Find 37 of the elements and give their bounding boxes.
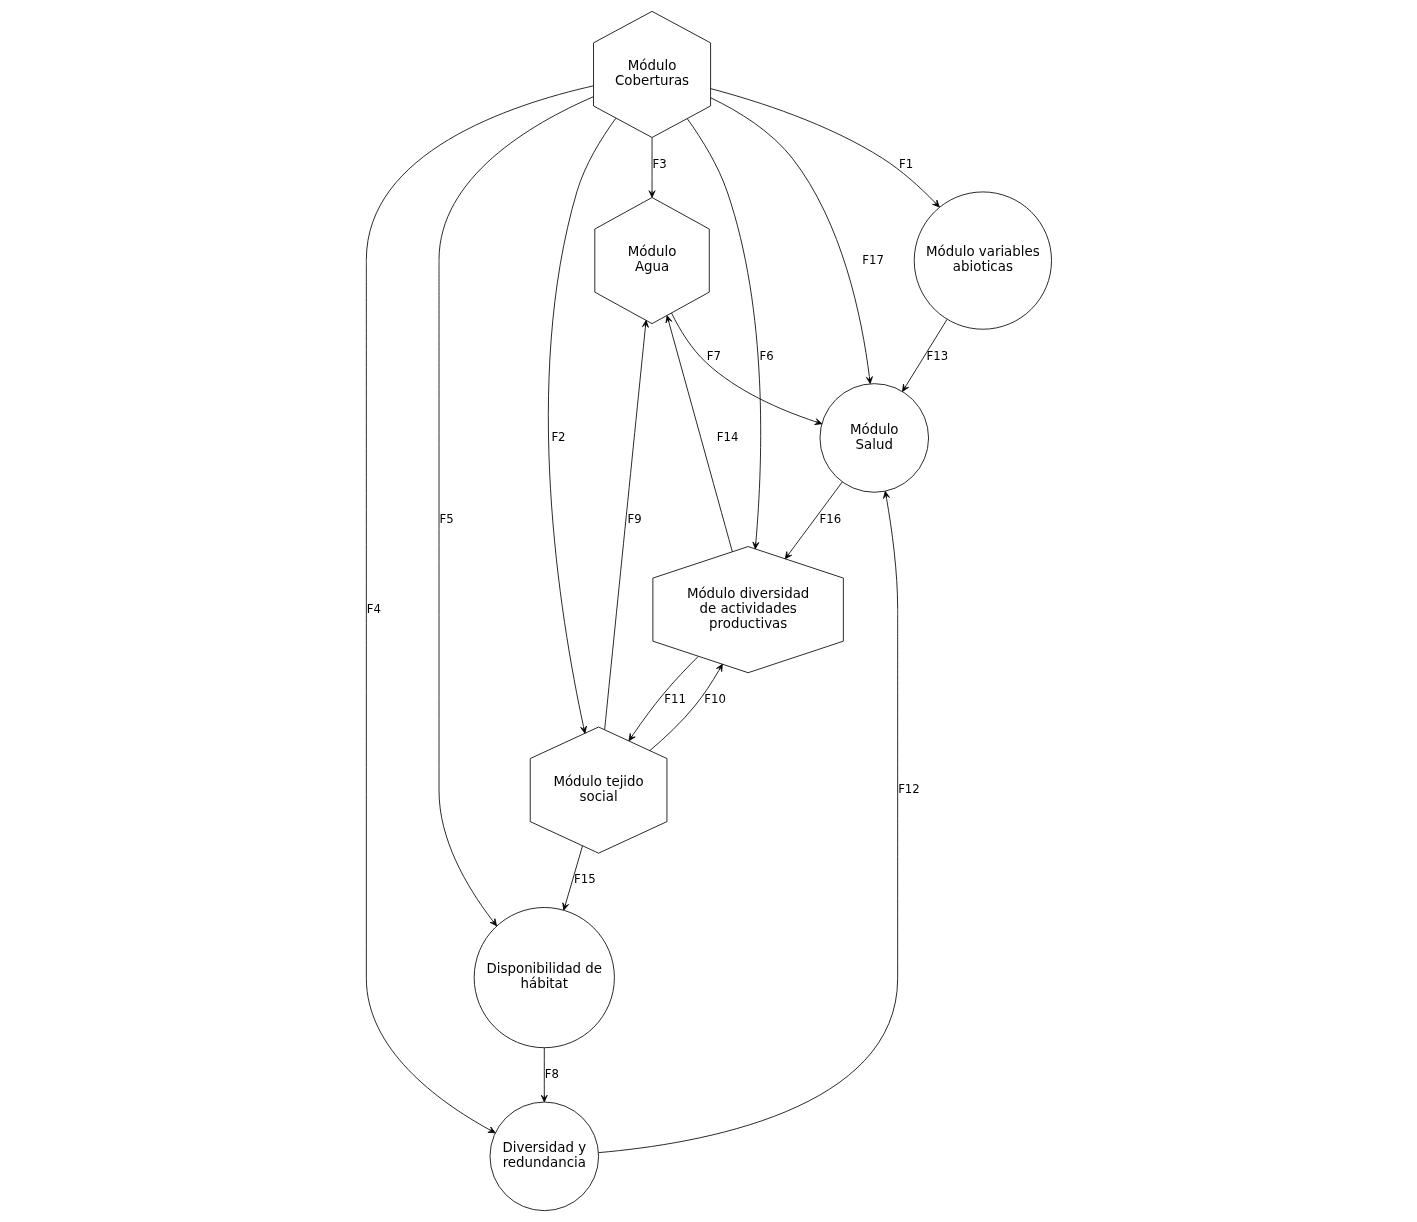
- arrow: [540, 1047, 548, 1103]
- edge-label: F17: [861, 252, 884, 267]
- edge-label: F7: [706, 348, 721, 363]
- edge-label: F15: [573, 872, 596, 887]
- edge-label: F14: [716, 430, 738, 445]
- edge-label: F4: [366, 601, 381, 616]
- arrow: [709, 97, 873, 384]
- edge-label: F11: [663, 691, 686, 706]
- edge-label: F13: [926, 348, 948, 363]
- arrow: [648, 663, 723, 752]
- arrow: [603, 320, 649, 730]
- node-circle: Módulo variables abioticas: [913, 191, 1052, 330]
- arrow: [665, 315, 733, 553]
- arrow: [709, 88, 940, 208]
- edge-label: F5: [438, 511, 454, 526]
- arrow: [597, 490, 898, 1154]
- edge-label: F6: [758, 348, 774, 363]
- edge-label: F8: [544, 1066, 559, 1081]
- arrow: [686, 118, 761, 550]
- edge-label: F1: [898, 156, 913, 171]
- edge-label: F3: [651, 156, 667, 171]
- arrow: [365, 85, 594, 1134]
- arrow: [901, 319, 947, 392]
- edge-label: F10: [703, 691, 726, 706]
- edge-label: F2: [550, 430, 566, 445]
- node-circle: Disponibilidad de hábitat: [473, 907, 615, 1049]
- edge-label: F16: [819, 511, 841, 526]
- arrow: [547, 117, 616, 734]
- arrow: [438, 96, 594, 927]
- arrow: [784, 481, 843, 560]
- node-circle: Diversidad y redundancia: [489, 1101, 599, 1212]
- arrow: [648, 137, 655, 198]
- edge-label: F12: [897, 782, 920, 797]
- edge-label: F9: [626, 511, 642, 526]
- arrow: [628, 656, 699, 742]
- arrow: [670, 312, 822, 425]
- arrow: [561, 845, 583, 911]
